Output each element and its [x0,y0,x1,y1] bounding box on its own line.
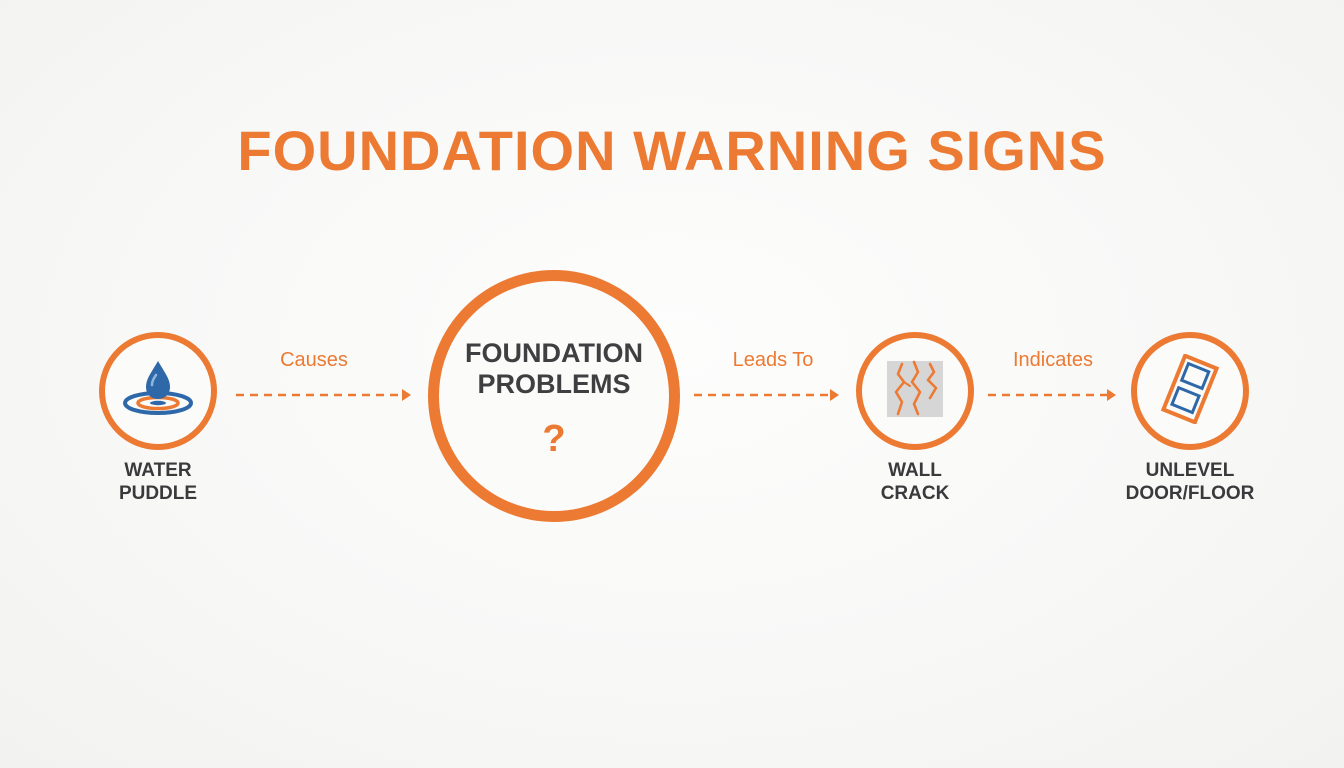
node-wall-crack [856,332,974,450]
node-unlevel-door-floor [1131,332,1249,450]
arrow-indicates [988,389,1116,401]
edge-label-causes: Causes [280,349,348,371]
edge-label-indicates: Indicates [1012,349,1094,371]
label-wall-crack: WALL CRACK [880,460,950,504]
water-drop-icon [118,359,198,424]
node-foundation-problems: FOUNDATION PROBLEMS ? [428,270,680,522]
tilted-door-icon [1155,352,1225,429]
label-unlevel-door-floor: UNLEVEL DOOR/FLOOR [1125,460,1255,504]
label-water-puddle: WATER PUDDLE [118,460,198,504]
question-mark: ? [542,417,566,460]
page-title: FOUNDATION WARNING SIGNS [237,119,1107,182]
arrow-leads-to [694,389,839,401]
center-label: FOUNDATION PROBLEMS [465,337,643,399]
node-water-puddle [99,332,217,450]
edge-label-leads-to: Leads To [732,349,814,371]
wall-crack-icon [884,358,946,425]
arrow-causes [236,389,411,401]
